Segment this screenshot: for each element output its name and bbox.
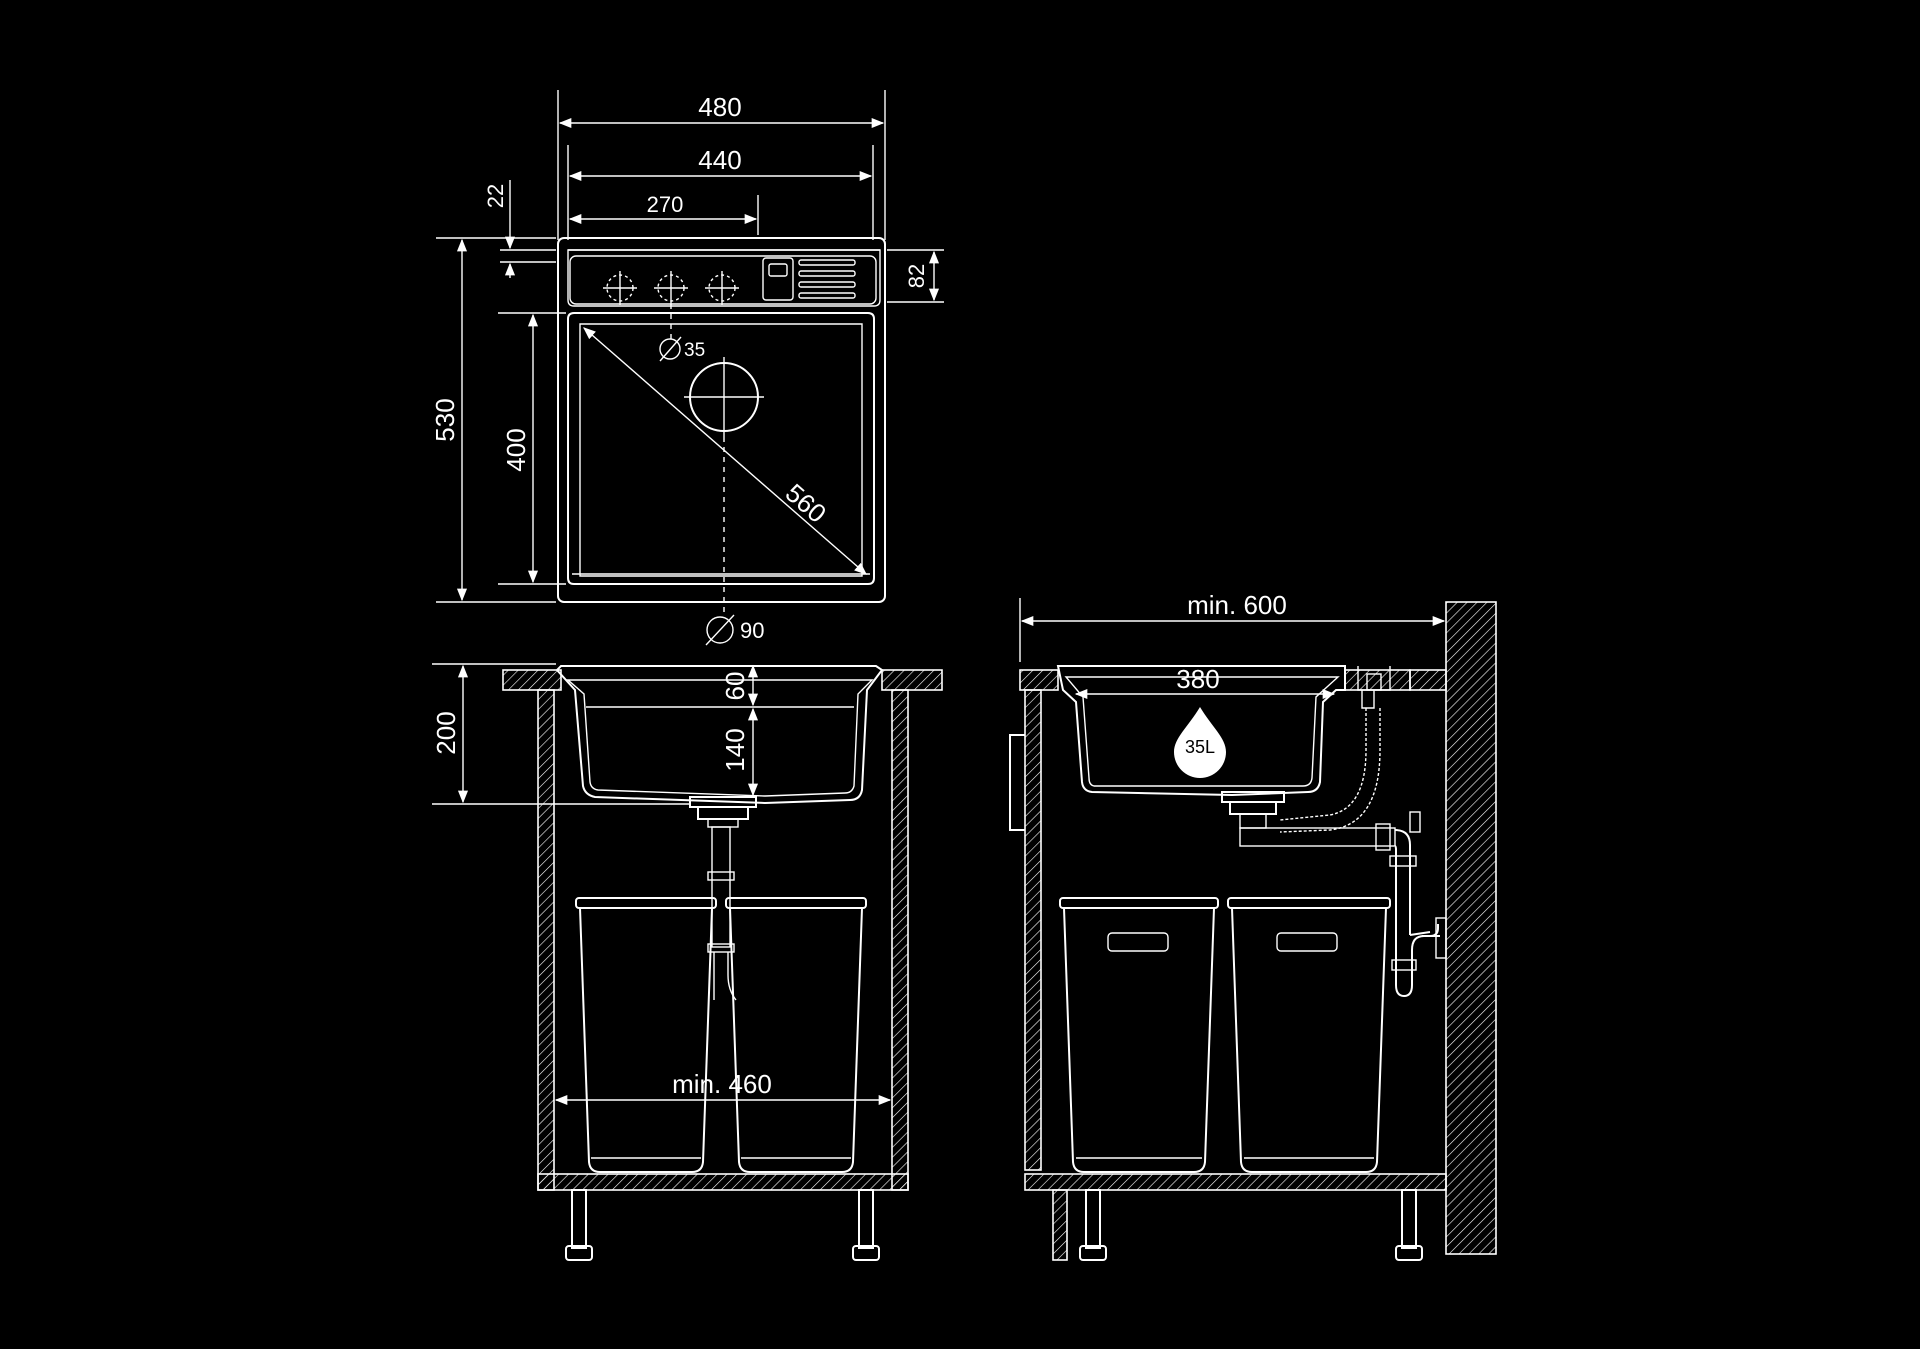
- dim-82: 82: [904, 264, 929, 288]
- front-section-view: min. 460 200 60 140: [431, 663, 943, 1261]
- dim-tap-hole: 35: [684, 340, 705, 361]
- drain-circle: [684, 357, 764, 437]
- dim-min-600: min. 600: [1187, 590, 1287, 620]
- dim-480: 480: [698, 92, 741, 122]
- dim-drain-hole: 90: [740, 618, 764, 643]
- waste-bin-left: [575, 897, 717, 1173]
- tap-hole-2: [654, 271, 688, 305]
- dim-530: 530: [430, 398, 460, 441]
- water-drop-icon: [1174, 707, 1226, 778]
- dim-270: 270: [647, 192, 684, 217]
- tap-hole-1: [603, 271, 637, 305]
- diameter-35-symbol-icon: [659, 336, 682, 362]
- grille-slots-icon: [798, 259, 856, 299]
- capacity-label: 35L: [1185, 737, 1215, 757]
- dim-min-460: min. 460: [672, 1069, 772, 1099]
- waste-bin-side-left: [1059, 897, 1219, 1173]
- waste-bin-right: [725, 897, 867, 1173]
- side-section-view: min. 600 380 35L: [1009, 590, 1497, 1261]
- dim-560: 560: [780, 478, 832, 529]
- top-view: 480 440 270: [430, 90, 944, 646]
- dim-200: 200: [431, 711, 461, 754]
- dim-22: 22: [483, 184, 508, 208]
- diameter-90-symbol-icon: [705, 614, 735, 646]
- dim-400: 400: [501, 428, 531, 471]
- dim-380: 380: [1176, 664, 1219, 694]
- tap-hole-3: [705, 271, 739, 305]
- dim-440: 440: [698, 145, 741, 175]
- soap-dispenser-box: [762, 257, 794, 301]
- dim-60: 60: [720, 672, 750, 701]
- waste-bin-side-right: [1227, 897, 1391, 1173]
- dim-140: 140: [720, 728, 750, 771]
